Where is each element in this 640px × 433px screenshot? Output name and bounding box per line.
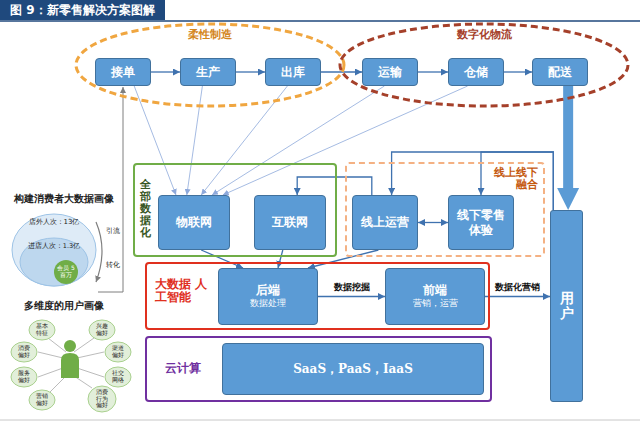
- box-title: 互联网: [272, 215, 308, 229]
- section-heading: 多维度的用户画像: [2, 300, 126, 311]
- profile-bubble-text: 兴趣偏好: [96, 323, 109, 336]
- box-title: 用户: [560, 291, 574, 322]
- delivery-arrow: [563, 86, 573, 188]
- box-title: 线下零售体验: [453, 208, 509, 237]
- connector-arrow: [321, 71, 362, 72]
- connector-arrow: [418, 71, 448, 72]
- box-title: 后端: [256, 283, 280, 297]
- box-title: 运输: [378, 65, 402, 79]
- connector-arrow: [212, 86, 384, 195]
- group-label: 柔性制造: [74, 29, 346, 41]
- conversion-arrow: [96, 222, 102, 282]
- connector-arrow: [504, 71, 532, 72]
- profile-bubble-text: 基本特征: [36, 323, 49, 336]
- feedback-line: [123, 87, 124, 292]
- box-title: 仓储: [464, 65, 488, 79]
- box-subtitle: 营销，运营: [413, 298, 458, 310]
- title-rule: [0, 20, 640, 22]
- connector-arrow: [318, 296, 385, 297]
- box-title: 生产: [196, 65, 220, 79]
- connector-arrow: [201, 250, 243, 268]
- process-box: 线下零售体验: [448, 195, 514, 250]
- process-box: 出库: [265, 58, 321, 86]
- group-label: 数字化物流: [338, 29, 630, 41]
- digitization-group: 全部数据化物联网 互联网: [133, 163, 337, 257]
- member-label: 会员 5百万: [56, 265, 76, 278]
- section-heading: 构建消费者大数据画像: [2, 193, 126, 204]
- funnel-outer: [12, 214, 96, 286]
- user-box: 用户: [550, 210, 583, 402]
- edge-label: 数据挖掘: [334, 280, 370, 293]
- box-title: 物联网: [176, 215, 212, 229]
- profile-bubble-text: 消费偏好: [18, 345, 31, 358]
- profile-bubble-text: 营销偏好: [36, 393, 49, 406]
- process-box: 接单: [95, 58, 151, 86]
- connector-arrow: [151, 71, 180, 72]
- funnel-label: 进店人次：1.3亿: [24, 243, 84, 250]
- omnichannel-group: 线上线下 融合线上运营 线下零售体验: [345, 162, 545, 257]
- manufacturing-group: 柔性制造接单 生产 出库: [74, 22, 346, 108]
- member-circle: [54, 260, 78, 284]
- profile-bubble-text: 社交网络: [112, 370, 125, 383]
- process-box: 线上运营: [352, 195, 418, 250]
- profile-bubble-text: 服务偏好: [18, 370, 31, 383]
- connector-arrow: [485, 296, 550, 297]
- box-title: 线上运营: [361, 215, 409, 229]
- profile-bubbles: [11, 320, 131, 412]
- profile-bubble-text: 消费行为偏好: [96, 389, 109, 409]
- group-label: 云计算: [165, 362, 215, 375]
- connector-arrow: [236, 71, 265, 72]
- cloud-group: 云计算 SaaS，PaaS，IaaS: [145, 336, 492, 402]
- connector-arrow: [297, 177, 372, 195]
- process-box: 后端数据处理: [218, 268, 318, 325]
- box-title: 出库: [281, 65, 305, 79]
- service-box: SaaS，PaaS，IaaS: [222, 343, 484, 395]
- connector-arrow: [187, 86, 203, 195]
- process-box: 运输: [362, 58, 418, 86]
- process-box: 配送: [532, 58, 588, 86]
- figure-title: 图 9：新零售解决方案图解: [0, 0, 165, 20]
- box-title: 接单: [111, 65, 135, 79]
- box-subtitle: 数据处理: [250, 298, 286, 310]
- profile-bubble-text: 渠道偏好: [112, 345, 125, 358]
- process-box: 物联网: [158, 195, 230, 250]
- connector-arrow: [418, 222, 448, 223]
- funnel-label: 店外人次：13亿: [24, 219, 84, 227]
- box-title: 配送: [548, 65, 572, 79]
- process-box: 互联网: [254, 195, 326, 250]
- funnel-middle: [20, 238, 88, 286]
- box-title: 前端: [423, 283, 447, 297]
- connector-arrow: [308, 250, 378, 268]
- flow-label: 转化: [105, 262, 120, 270]
- process-box: 仓储: [448, 58, 504, 86]
- profile-leaders: [38, 338, 104, 392]
- flow-label: 引流: [105, 228, 120, 236]
- feedback-line: [98, 292, 123, 293]
- process-box: 前端营销，运营: [385, 268, 485, 325]
- group-label: 线上线下 融合: [490, 167, 538, 191]
- group-label: 全部数据化: [140, 179, 151, 239]
- edge-label: 数据化营销: [495, 280, 540, 293]
- logistics-group: 数字化物流运输 仓储 配送: [338, 22, 630, 108]
- group-label: 大数据 人工智能: [155, 278, 209, 304]
- ai-group: 大数据 人工智能后端数据处理前端营销，运营: [145, 262, 490, 330]
- process-box: 生产: [180, 58, 236, 86]
- bottom-rule: [0, 420, 640, 421]
- box-title: SaaS，PaaS，IaaS: [293, 362, 413, 376]
- connector-arrow: [278, 250, 283, 268]
- person-icon: [61, 340, 79, 378]
